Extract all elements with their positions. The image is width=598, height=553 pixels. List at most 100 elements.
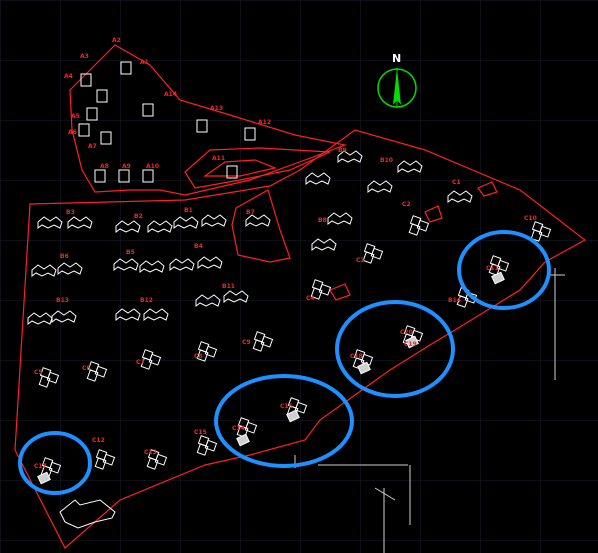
unit-label-a3: A3 <box>80 53 89 60</box>
building-pinwheel <box>38 367 60 388</box>
unit-label-b6: B6 <box>60 253 69 260</box>
building-bar <box>113 258 139 271</box>
building-bar <box>337 150 363 163</box>
unit-label-a9: A9 <box>122 163 131 170</box>
boundary-detail-c2 <box>424 205 443 223</box>
building-bar <box>195 294 221 307</box>
unit-label-b11: B11 <box>222 283 235 290</box>
highlighted-unit <box>236 433 250 447</box>
unit-label-b3: B3 <box>66 209 75 216</box>
building-pinwheel <box>408 215 430 236</box>
unit-label-a8: A8 <box>100 163 109 170</box>
building-bar <box>147 220 173 233</box>
unit-label-a1: A1 <box>140 59 149 66</box>
building-pinwheel <box>362 243 384 264</box>
building-footprints <box>27 61 552 485</box>
unit-label-b4: B4 <box>194 243 203 250</box>
building-bar <box>115 220 141 233</box>
unit-label-c16: C16 <box>280 403 293 410</box>
unit-label-a12: A12 <box>258 119 271 126</box>
building-pinwheel <box>252 331 274 352</box>
building-bar <box>245 214 271 227</box>
building-unit <box>78 123 90 137</box>
building-bar <box>57 262 83 275</box>
unit-label-b12: B12 <box>140 297 153 304</box>
highlighted-unit <box>405 335 419 349</box>
unit-label-c18: C18 <box>350 353 363 360</box>
unit-label-c4: C4 <box>306 295 315 302</box>
building-unit <box>96 89 108 103</box>
unit-label-c20: C20 <box>400 329 413 336</box>
building-bar <box>115 308 141 321</box>
building-bar <box>173 216 199 229</box>
site-boundary-main <box>14 129 587 549</box>
building-unit <box>94 169 106 183</box>
building-bar <box>37 216 63 229</box>
building-bar <box>31 264 57 277</box>
building-unit <box>244 127 256 141</box>
building-bar <box>197 256 223 269</box>
unit-label-b13: B13 <box>56 297 69 304</box>
building-bar <box>139 260 165 273</box>
building-pinwheel <box>94 449 116 470</box>
unit-label-b8: B8 <box>318 217 327 224</box>
building-bar <box>169 258 195 271</box>
building-pinwheel <box>196 435 218 456</box>
building-bottom-block <box>59 499 116 529</box>
unit-label-c17: C17 <box>34 463 47 470</box>
unit-label-a13: A13 <box>210 105 223 112</box>
unit-label-c7: C7 <box>136 359 145 366</box>
building-bar <box>305 172 331 185</box>
unit-label-b9: B9 <box>338 147 347 154</box>
unit-label-a5: A5 <box>71 113 80 120</box>
building-pinwheel <box>140 349 162 370</box>
crosshair-marks <box>294 268 565 553</box>
building-pinwheel <box>196 341 218 362</box>
unit-label-c3: C3 <box>356 257 365 264</box>
highlighted-unit <box>37 471 51 485</box>
building-pinwheel <box>310 279 332 300</box>
unit-label-a4: A4 <box>64 73 73 80</box>
unit-label-c10: C10 <box>524 215 537 222</box>
building-bar <box>27 312 53 325</box>
building-unit <box>120 61 132 75</box>
unit-label-c19: C19 <box>404 341 417 348</box>
boundary-a11-loop <box>184 147 331 189</box>
building-pinwheel <box>530 221 552 242</box>
highlighted-unit <box>357 361 371 375</box>
unit-label-a11: A11 <box>212 155 225 162</box>
building-unit <box>142 103 154 117</box>
building-unit <box>226 165 238 179</box>
building-pinwheel <box>236 417 258 438</box>
unit-label-b10: B10 <box>380 157 393 164</box>
building-bar <box>397 160 423 173</box>
building-bar <box>51 310 77 323</box>
unit-label-b14: B14 <box>448 297 461 304</box>
unit-label-c6: C6 <box>82 365 91 372</box>
building-pinwheel <box>146 449 168 470</box>
unit-label-c12: C12 <box>92 437 105 444</box>
boundary-a11-inner <box>203 159 278 177</box>
site-boundary-a <box>69 44 348 196</box>
highlight-ring-c17[interactable] <box>18 431 92 495</box>
highlighted-unit <box>491 271 505 285</box>
unit-label-a6: A6 <box>68 129 77 136</box>
highlight-ring-c14-c16[interactable] <box>214 374 354 468</box>
building-pinwheel <box>40 457 62 478</box>
unit-label-c5: C5 <box>34 369 43 376</box>
building-unit <box>196 119 208 133</box>
building-bar <box>201 214 227 227</box>
building-unit <box>80 73 92 87</box>
highlight-ring-c11[interactable] <box>457 230 551 310</box>
unit-label-c14: C14 <box>232 425 245 432</box>
building-unit <box>118 169 130 183</box>
unit-label-c1: C1 <box>452 179 461 186</box>
unit-label-b5: B5 <box>126 249 135 256</box>
boundary-b7-lot <box>231 189 291 263</box>
building-bar <box>223 290 249 303</box>
unit-label-a14: A14 <box>164 91 177 98</box>
highlight-ring-c18-c20[interactable] <box>335 300 455 398</box>
north-label: N <box>392 52 401 65</box>
unit-label-a2: A2 <box>112 37 121 44</box>
